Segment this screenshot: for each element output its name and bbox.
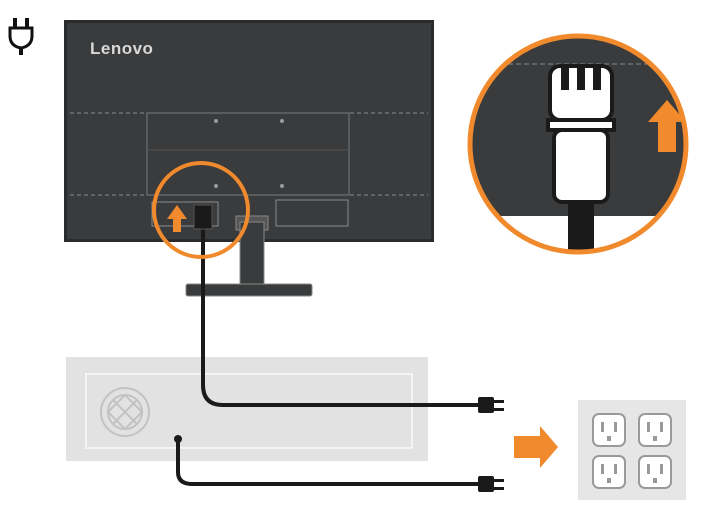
power-plug-icon	[8, 18, 34, 55]
computer-power-port	[174, 435, 182, 443]
monitor-power-cable	[201, 226, 478, 407]
plug-icon	[478, 397, 504, 413]
plug-icon	[478, 476, 504, 492]
brand-logo: Lenovo	[90, 39, 153, 58]
zoom-inset	[467, 33, 689, 255]
computer-power-cable	[176, 439, 478, 486]
fan-vent-icon	[100, 387, 150, 437]
monitor-power-connector	[193, 204, 213, 230]
highlight-ring	[152, 161, 250, 259]
power-outlet-icon	[578, 400, 686, 500]
arrow-up-icon	[167, 205, 187, 232]
arrow-right-icon	[514, 426, 558, 468]
computer-case	[66, 357, 428, 461]
